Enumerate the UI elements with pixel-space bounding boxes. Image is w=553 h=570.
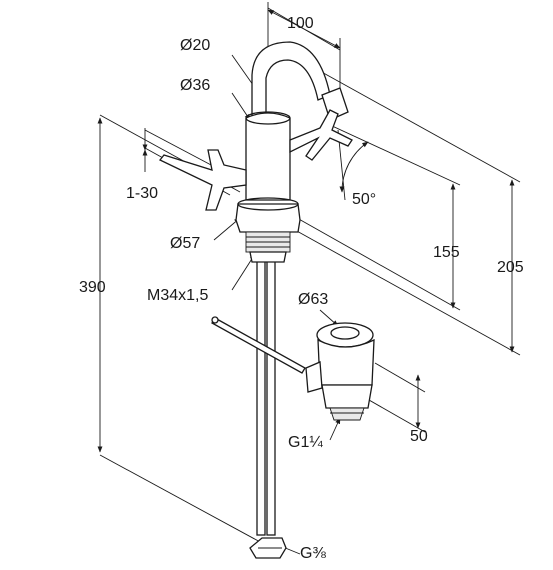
label-base-diameter: Ø57 <box>170 235 200 252</box>
label-waste-depth: 50 <box>410 428 428 445</box>
label-waste-thread: G1¼ <box>288 434 323 451</box>
dimension-labels: 100 Ø20 Ø36 1-30 50° Ø57 M34x1,5 155 205… <box>79 15 524 562</box>
label-waste-diameter: Ø63 <box>298 291 328 308</box>
label-thread: M34x1,5 <box>147 287 208 304</box>
mixer-body <box>158 41 353 263</box>
label-spout-diameter: Ø20 <box>180 37 210 54</box>
label-spout-height: 155 <box>433 244 460 261</box>
label-total-height-top: 205 <box>497 259 524 276</box>
label-swivel-angle: 50° <box>352 191 376 208</box>
label-handle-adjust: 1-30 <box>126 185 158 202</box>
popup-rod <box>211 316 306 374</box>
label-body-diameter: Ø36 <box>180 77 210 94</box>
label-total-height: 390 <box>79 279 106 296</box>
label-spout-reach: 100 <box>287 15 314 32</box>
dimension-lines <box>97 9 515 453</box>
supply-pipes <box>249 259 287 559</box>
extension-lines <box>99 2 521 544</box>
label-supply-thread: G⅜ <box>300 545 326 562</box>
waste-valve <box>305 322 375 421</box>
